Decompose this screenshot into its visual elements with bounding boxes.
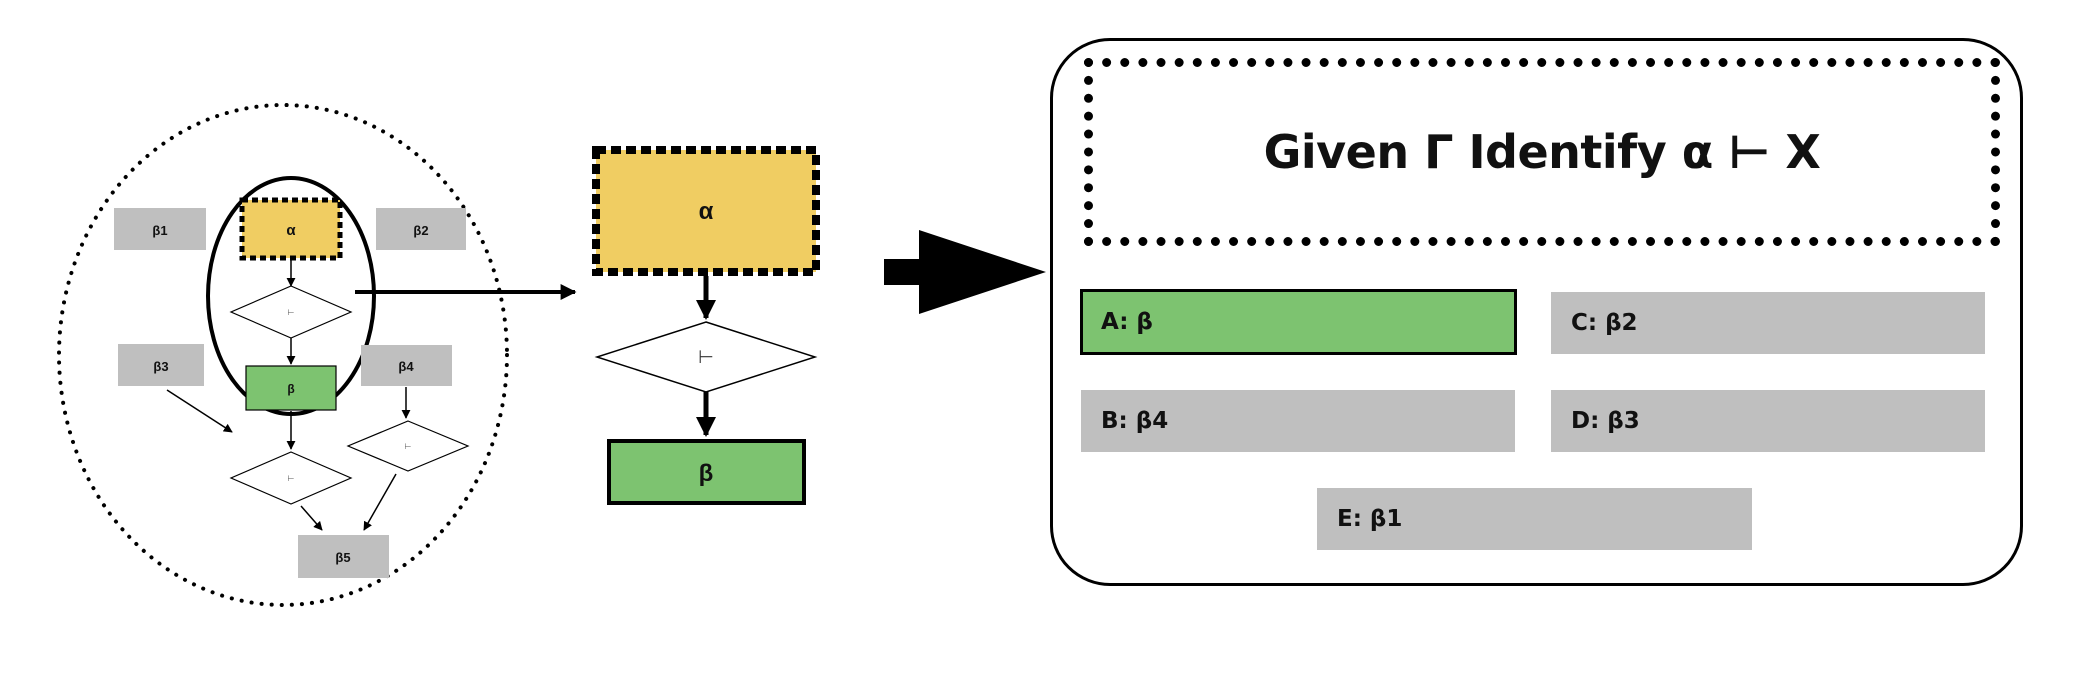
option-a-label: A: β [1101,309,1153,335]
node-alpha-label: α [286,222,296,239]
zoom-alpha-box [592,146,820,276]
node-beta-box [245,365,337,411]
zoom-alpha-label: α [699,198,714,225]
option-d-button[interactable]: D: β3 [1551,390,1985,452]
option-a-button[interactable]: A: β [1080,289,1517,355]
graph-context-ellipse [57,103,509,607]
node-b5-label: β5 [335,550,350,565]
option-e-button[interactable]: E: β1 [1317,488,1752,550]
node-b1-box [114,208,206,250]
node-turnstile2-label: ⊢ [405,442,412,451]
node-turnstile3-label: ⊢ [288,474,295,483]
option-b-label: B: β4 [1101,408,1169,434]
node-b4-label: β4 [398,359,414,374]
node-turnstile-label: ⊢ [288,308,295,317]
option-b-button[interactable]: B: β4 [1081,390,1515,452]
node-b3-label: β3 [153,359,168,374]
node-b2-box [376,208,466,250]
node-turnstile3-diamond [229,451,353,505]
node-b1-label: β1 [152,223,167,238]
question-text: Given Γ Identify α ⊢ X [1263,125,1821,179]
big-arrow [884,230,1046,314]
option-e-label: E: β1 [1337,506,1403,532]
node-b3-box [118,344,204,386]
option-c-label: C: β2 [1571,310,1638,336]
node-alpha-box [239,197,343,261]
zoom-turnstile-label: ⊢ [698,347,714,367]
node-beta-label: β [287,382,294,396]
node-b2-label: β2 [413,223,428,238]
edge-diamond3-b5 [300,505,323,531]
edge-b3-diamond3 [166,389,233,433]
node-b5-box [298,535,389,578]
node-turnstile2-diamond [346,420,470,472]
zoom-beta-box [607,439,806,505]
zoom-beta-label: β [699,460,714,487]
option-c-button[interactable]: C: β2 [1551,292,1985,354]
edge-diamond2-b5 [363,473,397,531]
option-d-label: D: β3 [1571,408,1640,434]
node-b4-box [361,345,452,386]
question-box: Given Γ Identify α ⊢ X [1084,58,2000,246]
